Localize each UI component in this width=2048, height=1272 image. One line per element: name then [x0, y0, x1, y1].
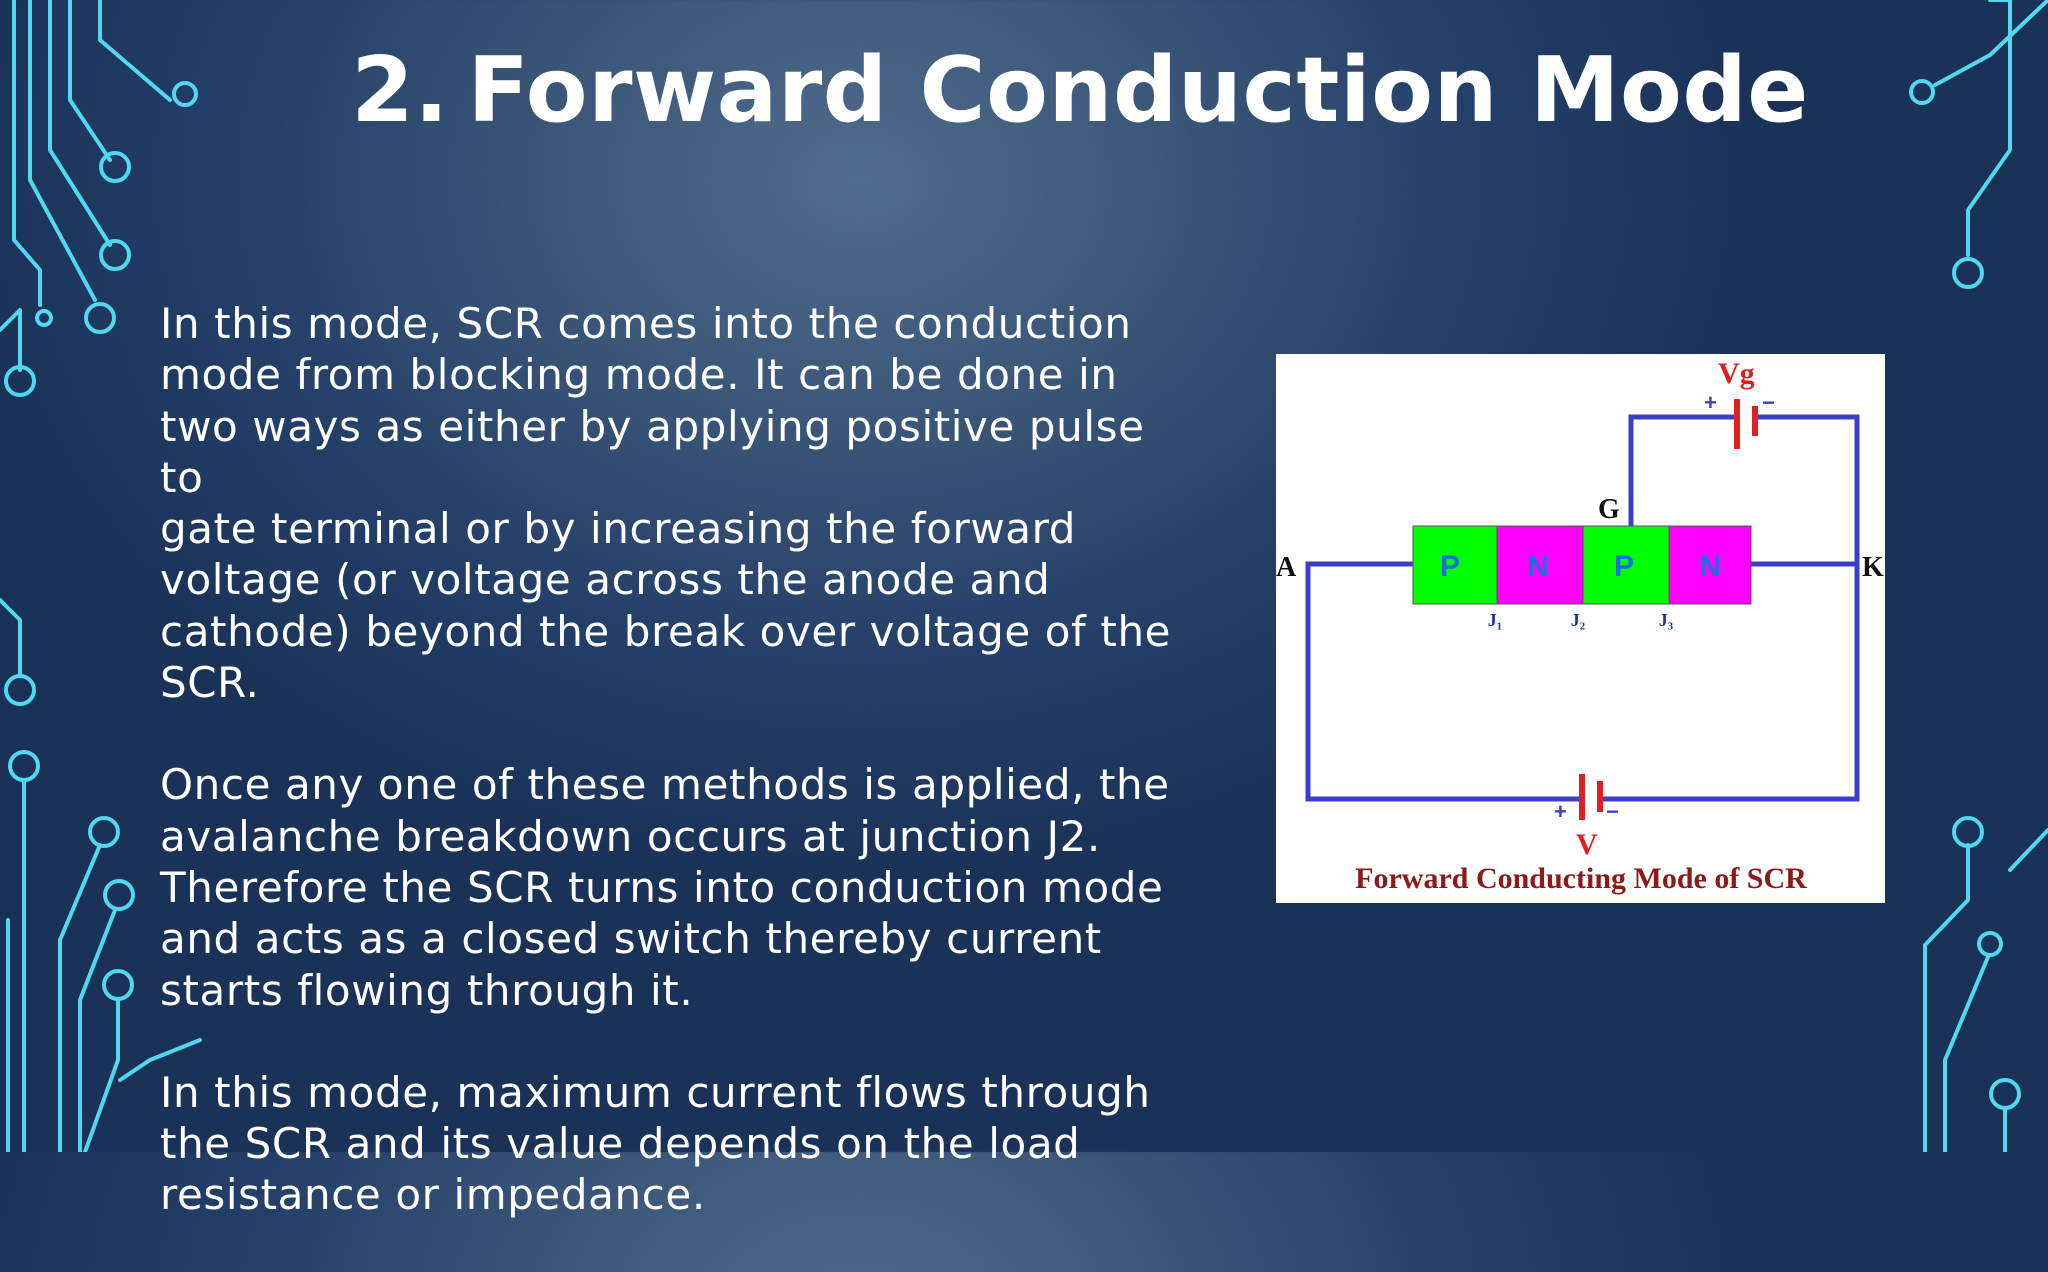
circuit-wires	[1305, 414, 1860, 802]
layer-label-n2: N	[1699, 550, 1721, 583]
anode-wire	[1305, 561, 1581, 802]
cathode-wire	[1602, 561, 1860, 802]
main-plus-sign: +	[1554, 799, 1567, 824]
paragraph-intro: In this mode, SCR comes into the conduct…	[160, 299, 1172, 708]
gate-return-wire	[1755, 414, 1860, 564]
layer-n1	[1496, 525, 1584, 605]
figure-caption: Forward Conducting Mode of SCR	[1355, 862, 1807, 895]
gate-plus-sign: +	[1704, 390, 1717, 415]
layer-label-p2: P	[1614, 550, 1634, 583]
main-minus-sign: −	[1606, 799, 1619, 824]
anode-label: A	[1276, 552, 1297, 583]
scr-layers	[1412, 525, 1752, 605]
paragraph-current: In this mode, maximum current flows thro…	[160, 1067, 1151, 1220]
junction-label-j2: J₂	[1571, 610, 1585, 630]
scr-circuit-diagram: P N P N J₁ J₂ J₃ A K G Vg V + − + − Forw…	[1276, 357, 1884, 895]
gate-wire	[1628, 414, 1737, 527]
main-battery	[1579, 774, 1603, 820]
gate-label: G	[1598, 494, 1620, 525]
scr-diagram-figure: P N P N J₁ J₂ J₃ A K G Vg V + − + − Forw…	[1276, 354, 1885, 903]
junction-label-j3: J₃	[1659, 610, 1674, 630]
layer-p2	[1582, 525, 1670, 605]
slide-body: In this mode, SCR comes into the conduct…	[160, 298, 1180, 1272]
junction-label-j1: J₁	[1488, 610, 1502, 630]
cathode-label: K	[1862, 552, 1884, 583]
gate-battery	[1734, 399, 1758, 449]
layer-label-p1: P	[1440, 550, 1460, 583]
main-source-label: V	[1576, 828, 1598, 861]
gate-source-label: Vg	[1718, 357, 1755, 390]
layer-n2	[1668, 525, 1752, 605]
paragraph-breakdown: Once any one of these methods is applied…	[160, 760, 1170, 1015]
layer-label-n1: N	[1527, 550, 1549, 583]
slide-title: 2. Forward Conduction Mode	[351, 38, 1809, 143]
gate-minus-sign: −	[1762, 390, 1775, 415]
